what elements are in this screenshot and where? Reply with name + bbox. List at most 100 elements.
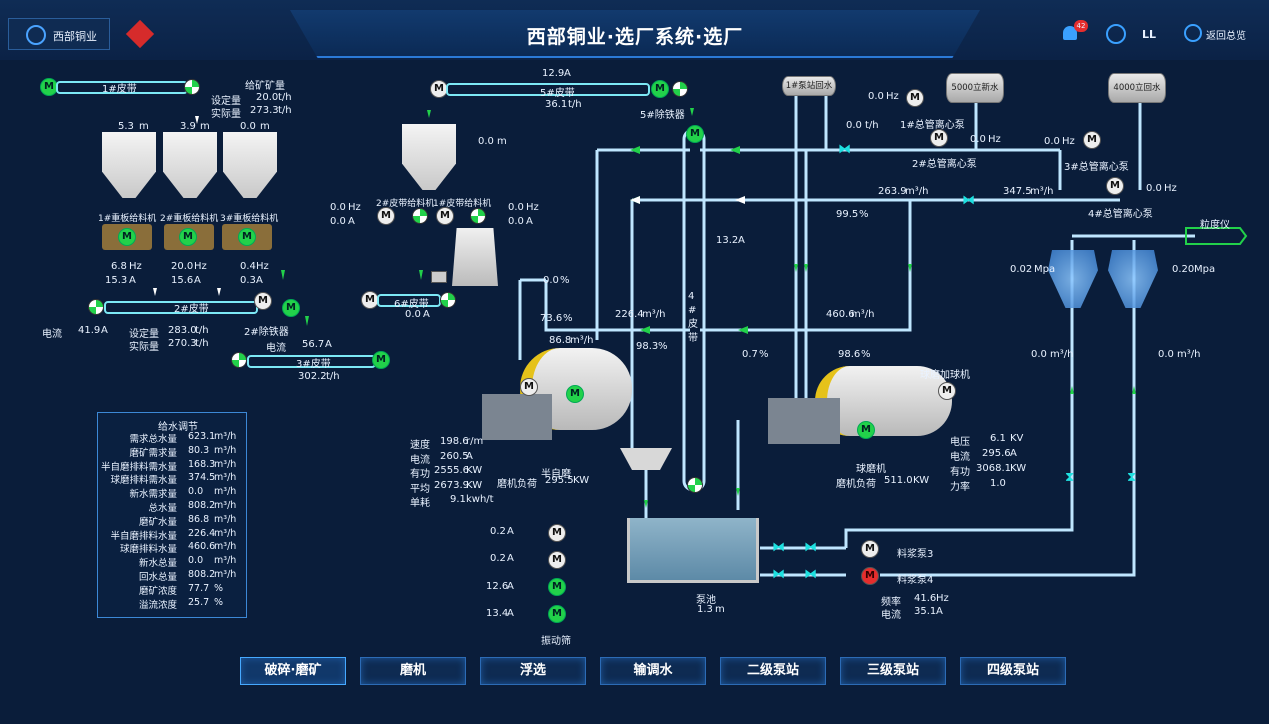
ball-mill-motor-icon[interactable]: M bbox=[857, 421, 875, 439]
screen1-motor-icon[interactable]: M bbox=[548, 524, 566, 542]
tab-pump-station-4[interactable]: 四级泵站 bbox=[960, 657, 1066, 685]
tab-mill[interactable]: 磨机 bbox=[360, 657, 466, 685]
valve-v1-value: 0.0 bbox=[543, 275, 559, 286]
company-button[interactable]: 西部铜业 bbox=[8, 18, 110, 50]
water-panel-row-label: 磨矿浓度 bbox=[138, 585, 177, 597]
feeder2-motor-icon[interactable]: M bbox=[179, 228, 197, 246]
water-panel-row-value: 0.0 bbox=[188, 555, 204, 567]
feeder3-motor-icon[interactable]: M bbox=[238, 228, 256, 246]
ball-load: 511.0 bbox=[884, 475, 913, 486]
water-panel-row-label: 半自磨排料需水量 bbox=[100, 461, 177, 473]
sag-current: 260.5 bbox=[440, 451, 469, 462]
belt-feeder2-motor-icon[interactable]: M bbox=[377, 207, 395, 225]
alert-badge: 42 bbox=[1074, 20, 1088, 32]
tab-crushing-grinding[interactable]: 破碎·磨矿 bbox=[240, 657, 346, 685]
water-panel-row-unit: m³/h bbox=[214, 444, 237, 456]
water-panel-row-label: 溢流浓度 bbox=[138, 599, 177, 611]
tab-water-transfer[interactable]: 输调水 bbox=[600, 657, 706, 685]
valve-icon[interactable]: ⧗ bbox=[1127, 470, 1137, 485]
water-panel-row-value: 226.4 bbox=[188, 527, 216, 539]
ball-feeder-motor-icon[interactable]: M bbox=[938, 382, 956, 400]
valve-icon[interactable]: ⧗ bbox=[1065, 470, 1075, 485]
valve-icon[interactable]: ⧓ bbox=[772, 540, 785, 555]
sag-load: 295.5 bbox=[545, 475, 574, 486]
feeder1-a-unit: A bbox=[129, 275, 136, 286]
belt4-current-unit: A bbox=[738, 235, 745, 246]
slurry-pump4-motor-icon[interactable]: M bbox=[861, 567, 879, 585]
slurry-pump3-motor-icon[interactable]: M bbox=[861, 540, 879, 558]
cyclone2-flow: 0.0 bbox=[1158, 349, 1174, 360]
pump-pool-label: 泵池 bbox=[696, 595, 716, 606]
water-panel-row-label: 磨矿水量 bbox=[138, 516, 177, 528]
belt4-top-motor-icon[interactable]: M bbox=[686, 125, 704, 143]
feeder1-label: 1#重板给料机 bbox=[98, 214, 157, 224]
valve-v5-value: 98.6 bbox=[838, 349, 861, 360]
water-panel-row-label: 半自磨排料水量 bbox=[110, 530, 177, 542]
valve-icon[interactable]: ⧓ bbox=[838, 142, 851, 157]
feeder1-motor-icon[interactable]: M bbox=[118, 228, 136, 246]
water-panel-row-label: 新水总量 bbox=[138, 558, 177, 570]
feeder1-a: 15.3 bbox=[105, 275, 128, 286]
pump1-label: 1#总管离心泵 bbox=[900, 120, 965, 131]
pump4-motor-icon[interactable]: M bbox=[1106, 177, 1124, 195]
tank-5000: 5000立新水 bbox=[946, 73, 1004, 103]
valve-icon[interactable]: ⧓ bbox=[772, 567, 785, 582]
cyclone1-flow-unit: m³/h bbox=[1050, 349, 1074, 360]
tab-flotation[interactable]: 浮选 bbox=[480, 657, 586, 685]
water-panel-row-label: 磨矿需求量 bbox=[129, 447, 177, 459]
belt4-label: 4#皮带 bbox=[688, 291, 698, 344]
screen2-motor-icon[interactable]: M bbox=[548, 551, 566, 569]
ball-volt: 6.1 bbox=[990, 433, 1006, 444]
valve-v4-unit: % bbox=[759, 349, 769, 360]
tab-pump-station-2[interactable]: 二级泵站 bbox=[720, 657, 826, 685]
belt-feeder1-motor-icon[interactable]: M bbox=[436, 207, 454, 225]
tab-pump-station-3[interactable]: 三级泵站 bbox=[840, 657, 946, 685]
pump3-motor-icon[interactable]: M bbox=[1083, 131, 1101, 149]
valve-icon[interactable]: ⧓ bbox=[804, 540, 817, 555]
iron-remover5-icon[interactable]: M bbox=[651, 80, 669, 98]
belt-feeder2-a: 0.0 bbox=[330, 216, 346, 227]
valve-v6-value: 99.5 bbox=[836, 209, 859, 220]
silo1-level: 5.3 bbox=[118, 121, 134, 132]
screen2-unit: A bbox=[507, 553, 514, 564]
pump1-motor-icon[interactable]: M bbox=[906, 89, 924, 107]
ore-feed-set-value: 20.0 bbox=[256, 92, 279, 103]
belt6-current: 0.0 bbox=[405, 309, 421, 320]
water-panel-row-label: 总水量 bbox=[148, 503, 177, 514]
sag-mill-aux-motor-icon[interactable]: M bbox=[520, 378, 538, 396]
belt2-current-value: 41.9 bbox=[78, 325, 101, 336]
silo2-unit: m bbox=[200, 121, 210, 132]
sag-mill-base bbox=[482, 394, 552, 440]
water-panel-row-value: 77.7 bbox=[188, 582, 210, 594]
water-panel-row-unit: m³/h bbox=[214, 513, 237, 525]
page-title: 西部铜业·选厂系统·选厂 bbox=[526, 26, 744, 48]
sag-speed: 198.6 bbox=[440, 436, 469, 447]
ball-mill-base bbox=[768, 398, 840, 444]
valve-icon[interactable]: ⧓ bbox=[962, 193, 975, 208]
back-overview-button[interactable]: 返回总览 bbox=[1182, 24, 1262, 42]
belt3-status-icon bbox=[231, 352, 247, 368]
screen3-motor-icon[interactable]: M bbox=[548, 578, 566, 596]
belt-feeder1-a: 0.0 bbox=[508, 216, 524, 227]
screen4-motor-icon[interactable]: M bbox=[548, 605, 566, 623]
cyclone1-pressure: 0.02 bbox=[1010, 264, 1033, 275]
valve-icon[interactable]: ⧓ bbox=[804, 567, 817, 582]
belt2-set-value: 283.0 bbox=[168, 325, 197, 336]
belt4-current: 13.2 bbox=[716, 235, 739, 246]
user-icon[interactable] bbox=[1106, 24, 1126, 44]
pump2-motor-icon[interactable]: M bbox=[930, 129, 948, 147]
belt5 bbox=[446, 83, 650, 96]
sag-mill-motor-icon[interactable]: M bbox=[566, 385, 584, 403]
belt-feeder2-status-icon bbox=[412, 208, 428, 224]
company-label: 西部铜业 bbox=[53, 30, 97, 43]
belt-feeder1-a-unit: A bbox=[526, 216, 533, 227]
screen2-current: 0.2 bbox=[490, 553, 506, 564]
cyclone2-pressure-unit: Mpa bbox=[1194, 264, 1216, 275]
iron-remover2-icon[interactable]: M bbox=[282, 299, 300, 317]
title-banner: 西部铜业·选厂系统·选厂 bbox=[290, 10, 980, 58]
feeder3-label: 3#重板给料机 bbox=[220, 214, 279, 224]
bell-icon[interactable] bbox=[1063, 26, 1077, 40]
belt2-motor-icon[interactable]: M bbox=[254, 292, 272, 310]
ball-pf: 1.0 bbox=[990, 478, 1006, 489]
belt3-motor-icon[interactable]: M bbox=[372, 351, 390, 369]
